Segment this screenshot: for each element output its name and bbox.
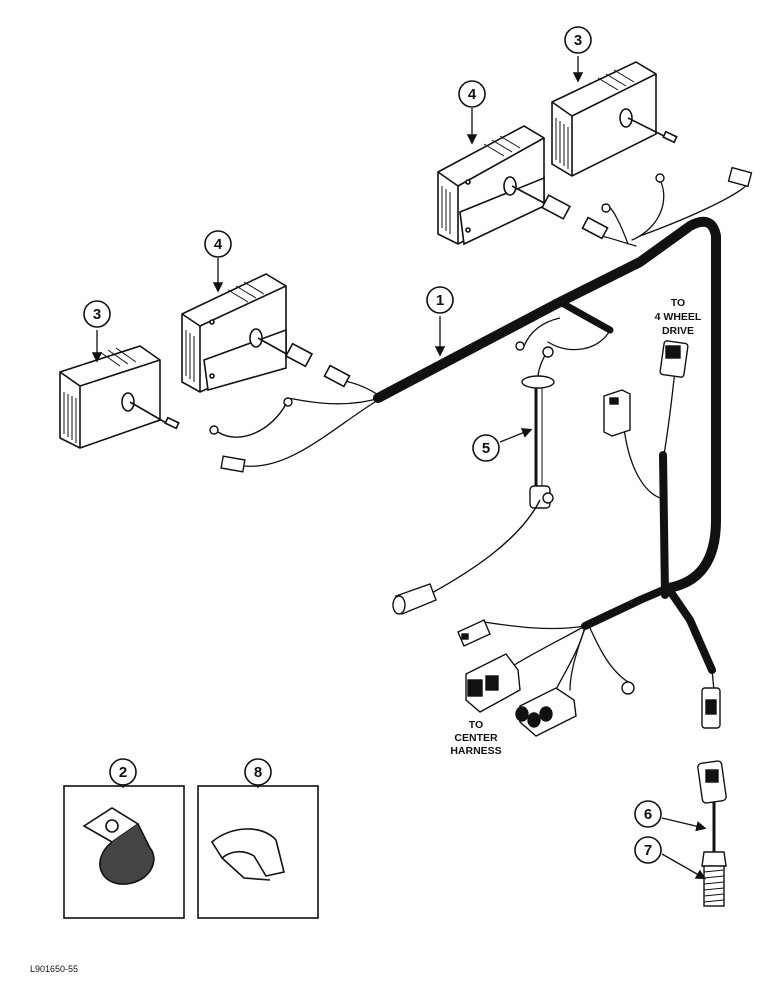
svg-text:CENTER: CENTER	[454, 732, 498, 744]
lamp-right-outer	[551, 61, 678, 177]
main-wiring-harness	[244, 179, 749, 721]
svg-text:4: 4	[468, 86, 477, 103]
callout-1: 1	[426, 286, 454, 314]
resistor-block	[603, 389, 631, 437]
note-center-harness: TO CENTER HARNESS	[450, 719, 501, 757]
callout-7: 7	[634, 836, 662, 864]
callout-4-left: 4	[204, 230, 232, 258]
temperature-switch-assembly	[697, 687, 727, 907]
lamp-right-inner	[437, 125, 609, 246]
svg-text:TO: TO	[469, 719, 483, 731]
svg-text:5: 5	[482, 440, 490, 457]
svg-text:DRIVE: DRIVE	[662, 325, 694, 337]
callout-3-left: 3	[83, 300, 111, 328]
center-harness-connectors	[457, 619, 635, 737]
note-four-wheel-drive: TO 4 WHEEL DRIVE	[655, 297, 702, 337]
fuel-level-sender	[392, 375, 555, 615]
lamp-left-outer	[59, 345, 180, 449]
detail-box-strap	[197, 785, 319, 919]
svg-text:3: 3	[574, 32, 582, 49]
svg-text:8: 8	[254, 764, 262, 781]
svg-text:1: 1	[436, 292, 444, 309]
svg-text:3: 3	[93, 306, 101, 323]
harness-terminals	[209, 166, 753, 473]
svg-text:7: 7	[644, 842, 652, 859]
lamp-left-inner	[181, 273, 351, 393]
svg-text:TO: TO	[671, 297, 685, 309]
figure-id: L901650-55	[30, 964, 78, 974]
svg-text:4: 4	[214, 236, 223, 253]
four-wheel-drive-connector	[659, 340, 689, 378]
svg-text:2: 2	[119, 764, 127, 781]
callout-3-right: 3	[564, 26, 592, 54]
svg-text:HARNESS: HARNESS	[450, 745, 501, 757]
callout-2: 2	[109, 758, 137, 786]
callout-leaders	[91, 56, 707, 880]
detail-box-clamp	[63, 785, 185, 919]
svg-text:4 WHEEL: 4 WHEEL	[655, 311, 702, 323]
svg-text:6: 6	[644, 806, 652, 823]
callout-6: 6	[634, 800, 662, 828]
callout-5: 5	[472, 434, 500, 462]
callout-4-right: 4	[458, 80, 486, 108]
callout-8: 8	[244, 758, 272, 786]
